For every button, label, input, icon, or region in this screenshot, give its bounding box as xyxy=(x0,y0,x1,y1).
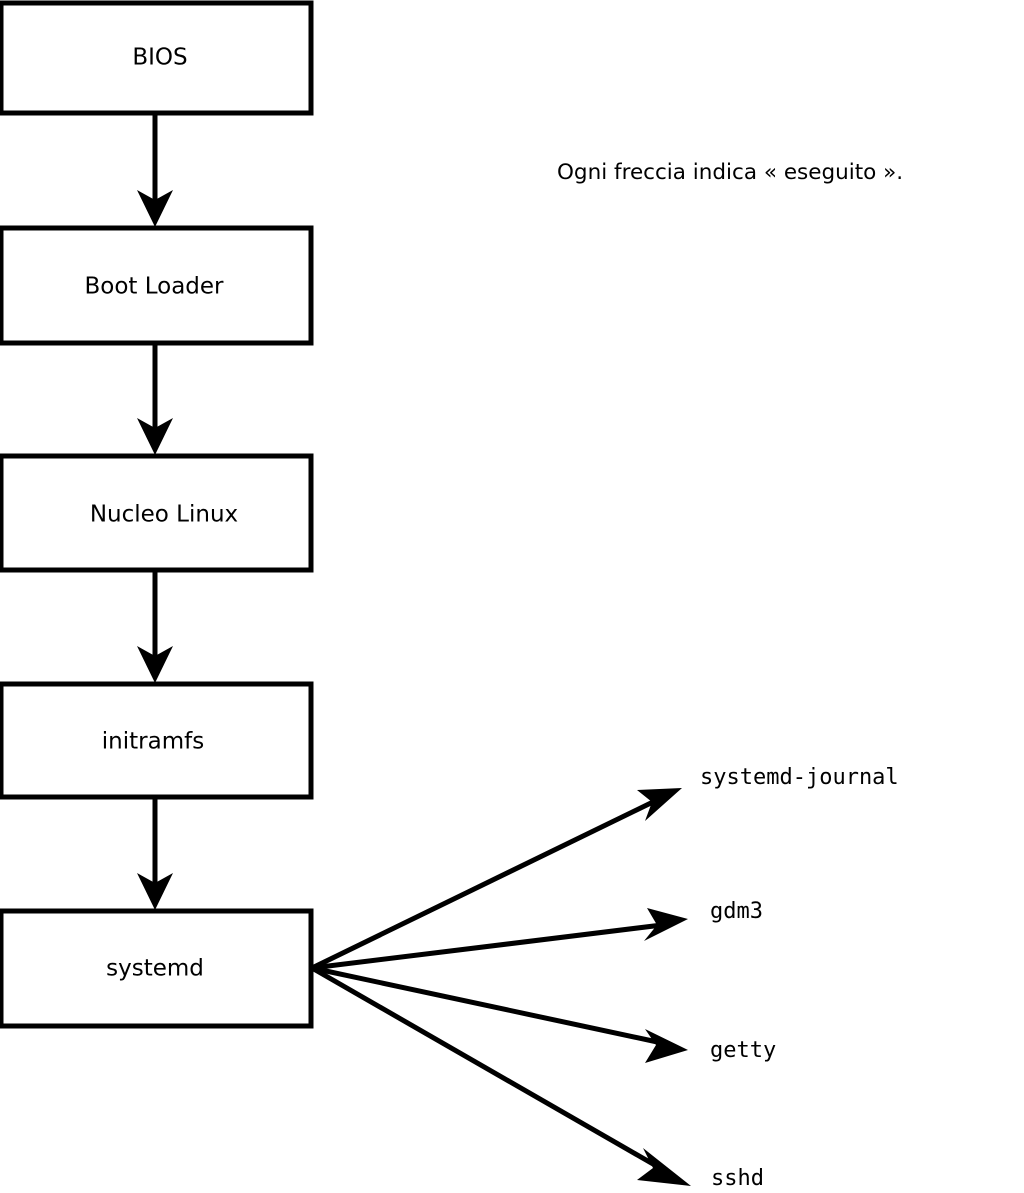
stage-box-boot-loader[interactable]: Boot Loader xyxy=(0,225,314,346)
stage-label: initramfs xyxy=(102,729,204,755)
stage-box-systemd[interactable]: systemd xyxy=(0,908,314,1029)
stage-label: Boot Loader xyxy=(84,274,224,300)
arrow-head-down-icon xyxy=(137,418,173,455)
edge-systemd-to-systemd-journal xyxy=(310,788,682,971)
service-label-systemd-journal: systemd-journal xyxy=(700,765,899,790)
legend-note: Ogni freccia indica « eseguito ». xyxy=(557,160,903,185)
service-label-sshd: sshd xyxy=(711,1166,764,1191)
edge-bios-to-boot-loader xyxy=(137,113,173,227)
arrow-head-icon xyxy=(637,788,682,821)
arrow-head-icon xyxy=(644,908,688,941)
stage-label: systemd xyxy=(106,956,204,982)
arrow-head-down-icon xyxy=(137,873,173,910)
edge-systemd-to-gdm3 xyxy=(311,908,688,971)
arrow-head-icon xyxy=(637,1148,691,1186)
stage-box-initramfs[interactable]: initramfs xyxy=(0,681,314,800)
arrow-head-down-icon xyxy=(137,646,173,683)
edge-systemd-to-getty xyxy=(311,965,688,1063)
service-label-getty: getty xyxy=(710,1038,776,1063)
edge-systemd-to-sshd xyxy=(310,965,691,1186)
arrow-head-down-icon xyxy=(137,190,173,227)
edge-nucleo-linux-to-initramfs xyxy=(137,570,173,683)
edge-initramfs-to-systemd xyxy=(137,797,173,910)
stage-box-bios[interactable]: BIOS xyxy=(0,0,314,116)
arrow-head-icon xyxy=(645,1029,688,1063)
stage-box-nucleo-linux[interactable]: Nucleo Linux xyxy=(0,453,314,573)
edge-boot-loader-to-nucleo-linux xyxy=(137,343,173,455)
stage-label: BIOS xyxy=(132,45,187,71)
service-label-gdm3: gdm3 xyxy=(710,899,763,924)
stage-label: Nucleo Linux xyxy=(90,502,238,528)
